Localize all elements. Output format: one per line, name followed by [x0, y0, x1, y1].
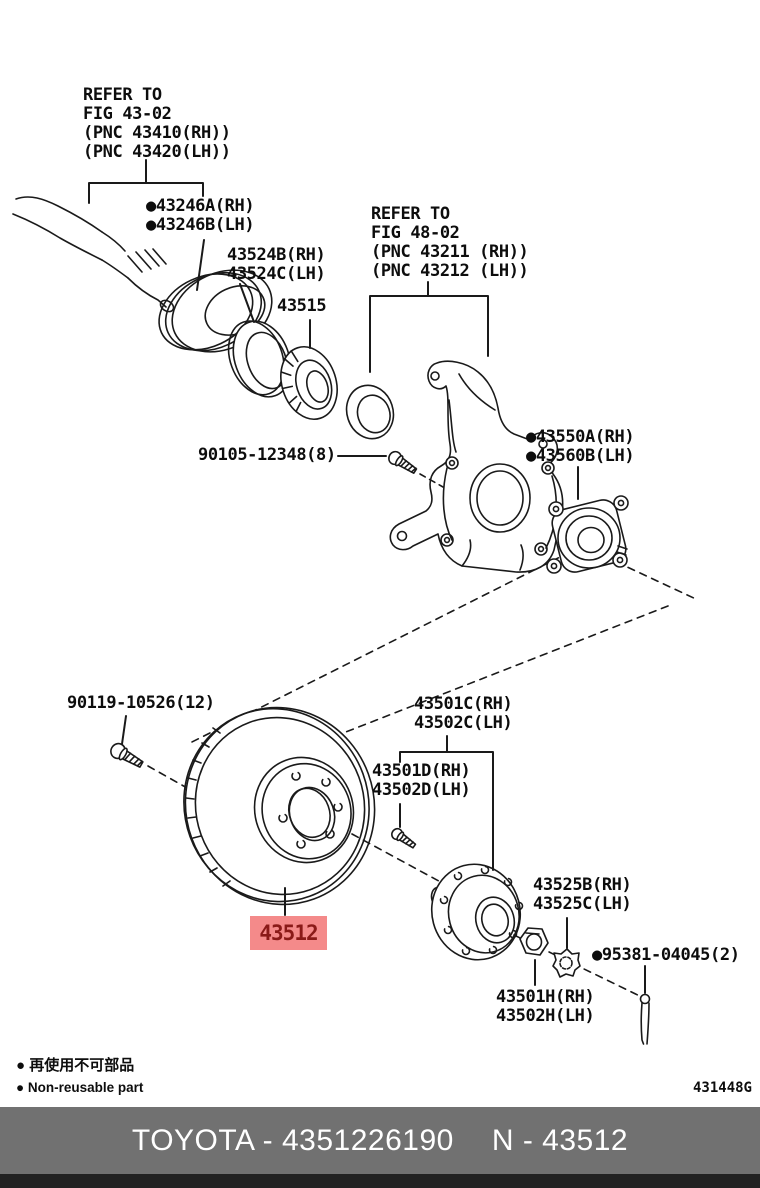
- part-label-43501d[interactable]: 43501D(RH) 43502D(LH): [372, 761, 471, 800]
- footer-part-number: TOYOTA - 4351226190: [131, 1123, 454, 1157]
- lock-cap-drawing: [552, 948, 581, 978]
- legend-non-reusable-jp: ● 再使用不可部品: [16, 1057, 135, 1074]
- seal-43524-drawing: [227, 320, 292, 398]
- bolt-90119-drawing: [110, 742, 144, 768]
- hub-to-pin-dashed-line: [513, 934, 649, 1001]
- refer-fig-43-02-label[interactable]: REFER TO FIG 43-02 (PNC 43410(RH)) (PNC …: [83, 85, 231, 162]
- part-label-43524[interactable]: 43524B(RH) 43524C(LH): [227, 245, 326, 284]
- part-label-43550[interactable]: ●43550A(RH) ●43560B(LH): [526, 427, 635, 466]
- stud-43501d-drawing: [391, 827, 417, 849]
- highlighted-part-43512[interactable]: 43512: [250, 916, 327, 950]
- part-label-90119[interactable]: 90119-10526(12): [67, 693, 215, 713]
- knuckle-seal-drawing: [345, 384, 395, 440]
- part-label-43525[interactable]: 43525B(RH) 43525C(LH): [533, 875, 632, 914]
- bolt-90105-drawing: [388, 450, 418, 474]
- part-label-90105[interactable]: 90105-12348(8): [198, 445, 336, 465]
- figure-code: 431448G: [692, 1080, 752, 1096]
- footer-bar: TOYOTA - 4351226190 N - 43512: [0, 1107, 760, 1174]
- bearing-43515-drawing: [280, 346, 338, 420]
- hub-nut-drawing: [519, 927, 549, 956]
- footer-bottom-strip: [0, 1174, 760, 1188]
- part-label-43515[interactable]: 43515: [277, 296, 327, 316]
- part-label-43246[interactable]: ●43246A(RH) ●43246B(LH): [146, 196, 255, 235]
- part-label-95381[interactable]: ●95381-04045(2): [592, 945, 740, 965]
- steering-knuckle-drawing: [389, 360, 564, 573]
- front-hub-43501-drawing: [430, 863, 524, 961]
- brake-disc-43512-drawing: [183, 706, 376, 906]
- bolt-90105-dashed-line: [419, 473, 444, 488]
- disc-to-hub-dashed-line: [351, 833, 449, 887]
- part-label-43501c[interactable]: 43501C(RH) 43502C(LH): [414, 694, 513, 733]
- cotter-pin-drawing: [639, 993, 651, 1045]
- footer-pnc: N - 43512: [491, 1123, 629, 1157]
- part-label-43501h[interactable]: 43501H(RH) 43502H(LH): [496, 987, 595, 1026]
- axle-shaft-sketch: [12, 196, 175, 313]
- legend-non-reusable-en: ● Non-reusable part: [16, 1080, 144, 1095]
- leader-lines: [88, 159, 646, 994]
- refer-fig-48-02-label[interactable]: REFER TO FIG 48-02 (PNC 43211 (RH)) (PNC…: [371, 204, 529, 281]
- hub-bearing-43550-drawing: [546, 495, 629, 574]
